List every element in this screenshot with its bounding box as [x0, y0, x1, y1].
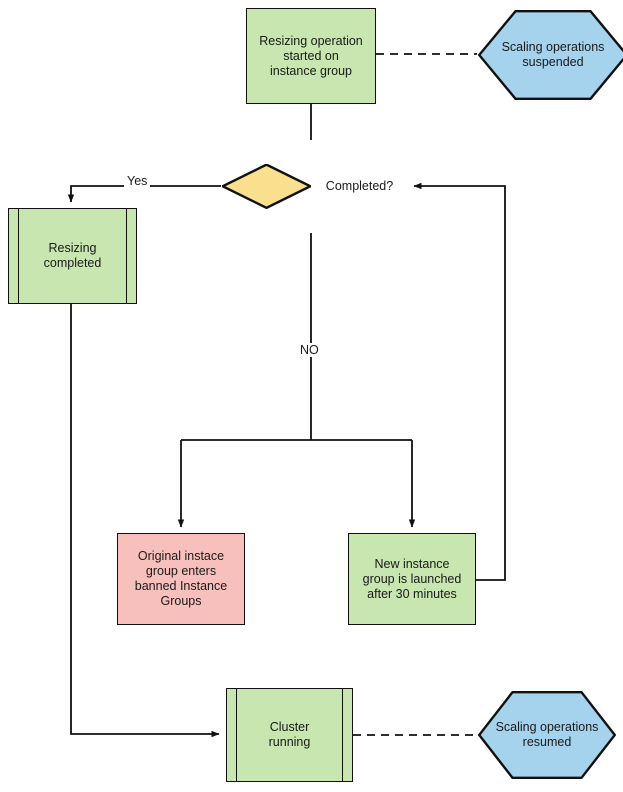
node-resizing-completed-label: Resizing completed [43, 241, 102, 270]
predef-rail-right [126, 209, 127, 303]
node-completed-decision[interactable]: Completed? [222, 140, 408, 233]
node-scaling-suspended-label: Scaling operations suspended [501, 40, 605, 69]
node-resizing-started[interactable]: Resizing operation started on instance g… [246, 8, 376, 104]
edge-new-group-retry [413, 182, 506, 581]
node-cluster-running-label: Cluster running [268, 720, 311, 749]
predef-rail-left [18, 209, 19, 303]
edge-decision-no [181, 233, 412, 441]
node-resizing-completed[interactable]: Resizing completed [8, 208, 137, 304]
node-original-group-banned-label: Original instace group enters banned Ins… [134, 549, 228, 608]
node-original-group-banned[interactable]: Original instace group enters banned Ins… [117, 533, 245, 625]
node-new-group-launched-label: New instance group is launched after 30 … [362, 556, 462, 601]
hexagon-outline [478, 10, 623, 100]
node-scaling-resumed-label: Scaling operations resumed [495, 720, 599, 749]
predef-rail-right [342, 689, 343, 781]
node-resizing-started-label: Resizing operation started on instance g… [259, 33, 363, 78]
node-new-group-launched[interactable]: New instance group is launched after 30 … [348, 533, 476, 625]
edge-label-no: NO [297, 343, 322, 357]
node-scaling-suspended[interactable]: Scaling operations suspended [478, 10, 623, 100]
node-scaling-resumed[interactable]: Scaling operations resumed [478, 691, 616, 779]
node-cluster-running[interactable]: Cluster running [226, 688, 353, 782]
hexagon-outline [478, 691, 616, 779]
edge-decision-yes [67, 185, 221, 203]
diamond-shape [222, 164, 311, 209]
node-completed-decision-label: Completed? [325, 179, 394, 193]
predef-rail-left [236, 689, 237, 781]
edge-label-yes: Yes [124, 174, 151, 188]
edge-completed-to-cluster [70, 304, 220, 738]
